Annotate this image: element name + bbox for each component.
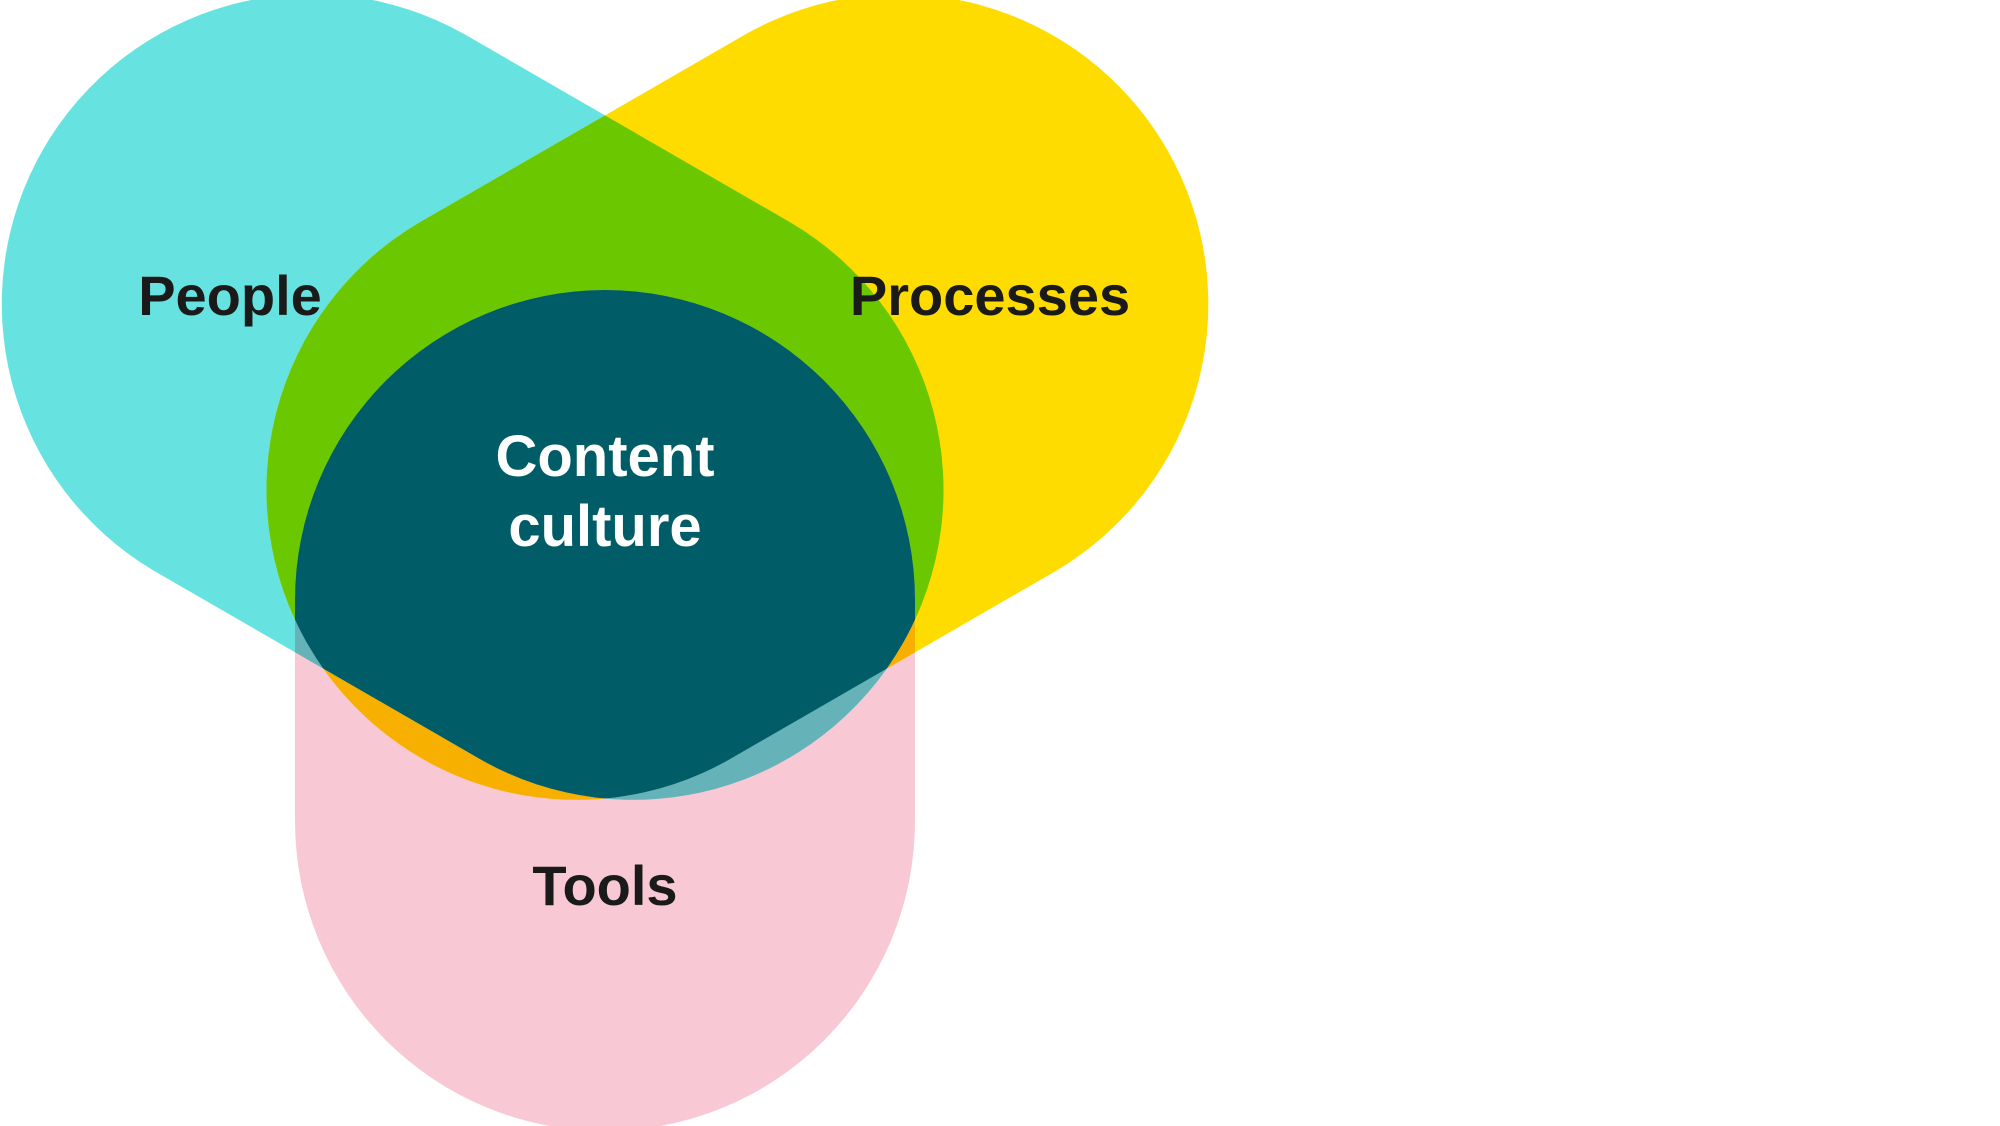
label-people: People bbox=[138, 264, 322, 327]
label-center-line2: culture bbox=[508, 494, 701, 559]
label-processes: Processes bbox=[850, 264, 1130, 327]
label-center-line1: Content bbox=[495, 424, 714, 489]
label-tools: Tools bbox=[532, 854, 677, 917]
